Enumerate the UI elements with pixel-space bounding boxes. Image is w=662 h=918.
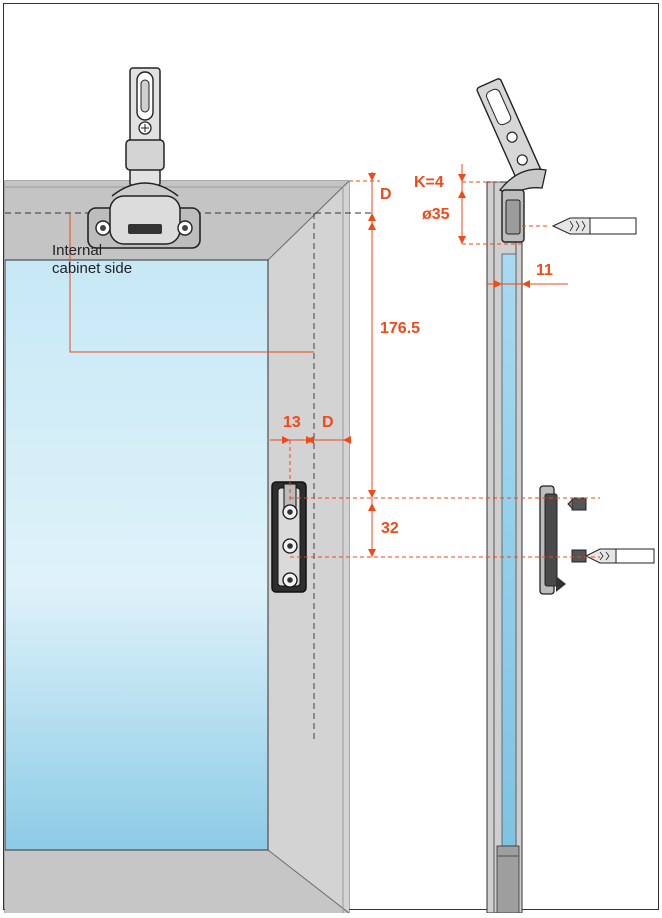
dimension-176-5: 176.5	[380, 320, 421, 337]
screw-icon-top	[551, 217, 637, 235]
internal-side-leader	[69, 213, 314, 353]
hinge-front-icon	[87, 67, 201, 249]
glass-pane	[4, 259, 269, 851]
dimension-k4: K=4	[414, 174, 444, 191]
dimension-11: 11	[536, 262, 553, 279]
internal-side-label-line2: cabinet side	[52, 260, 133, 277]
mounting-plate-front-icon	[271, 481, 307, 593]
dimension-lines	[270, 164, 600, 558]
screw-icons	[551, 217, 655, 564]
door-frame-side	[486, 181, 523, 914]
screw-icon-mid	[567, 497, 587, 511]
dimension-d-side: D	[322, 414, 334, 431]
hinge-side-icon	[476, 78, 547, 243]
internal-side-label: Internal cabinet side	[52, 242, 132, 278]
dimension-13: 13	[283, 414, 301, 431]
screw-icon-bottom	[571, 548, 655, 564]
dimension-32: 32	[381, 520, 399, 537]
dimension-d-top: D	[380, 186, 392, 203]
dimension-arrowheads	[282, 173, 530, 557]
dimension-cup-diameter: ø35	[422, 206, 450, 223]
mounting-plate-side-icon	[539, 485, 566, 595]
internal-side-label-line1: Internal	[52, 242, 103, 259]
